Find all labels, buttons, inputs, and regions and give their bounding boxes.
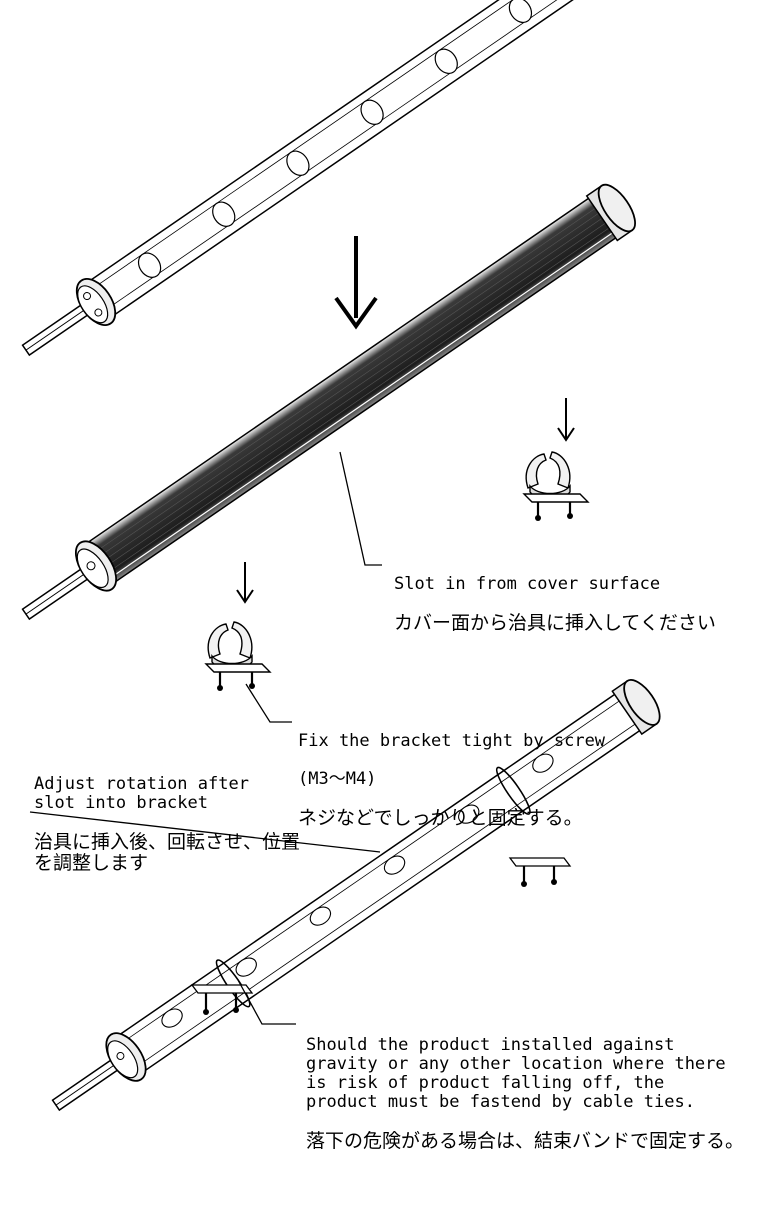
step-2-slot-into-bracket [21,183,636,723]
down-arrow-small-right [557,398,575,442]
installed-bracket-left [190,984,254,1015]
callout-adjust-rotation-jp: 治具に挿入後、回転させ、位置を調整します [34,831,301,874]
leader-slot-in [339,451,382,566]
callout-cable-ties-jp: 落下の危険がある場合は、結束バンドで固定する。 [306,1130,744,1152]
leader-adjust-rotation [29,811,381,853]
step-1-light-bar [21,0,620,357]
mounting-bracket-left [204,621,272,691]
down-arrow-large [334,236,378,330]
callout-slot-in-en: Slot in from cover surface [394,574,661,594]
callout-adjust-rotation: Adjust rotation after slot into bracket … [34,756,300,893]
callout-fix-bracket-en: Fix the bracket tight by screw [298,731,606,751]
callout-slot-in: Slot in from cover surface カバー面から治具に挿入して… [394,556,739,653]
callout-fix-bracket: Fix the bracket tight by screw (M3～M4) ネ… [298,713,718,848]
mounting-bracket-right [522,451,590,521]
callout-fix-bracket-jp: ネジなどでしっかりと固定する。 [298,807,583,829]
tube-dark [21,183,636,621]
leader-cable-ties [237,979,296,1025]
callout-fix-bracket-spec: (M3～M4) [298,769,377,789]
mounting-holes [137,0,533,278]
callout-slot-in-jp: カバー面から治具に挿入してください [394,612,716,634]
internal-leds [161,753,554,1028]
leader-fix-bracket [245,683,292,723]
installed-bracket-right [508,857,572,887]
down-arrow-small-left [236,562,254,604]
callout-cable-ties-en: Should the product installed against gra… [306,1035,726,1112]
tube-clear-1 [21,0,620,357]
step-3-installed-with-cable-ties [29,679,661,1112]
callout-adjust-rotation-en: Adjust rotation after slot into bracket [34,774,249,813]
tube-clear-3 [51,679,661,1112]
callout-cable-ties: Should the product installed against gra… [306,1017,746,1171]
